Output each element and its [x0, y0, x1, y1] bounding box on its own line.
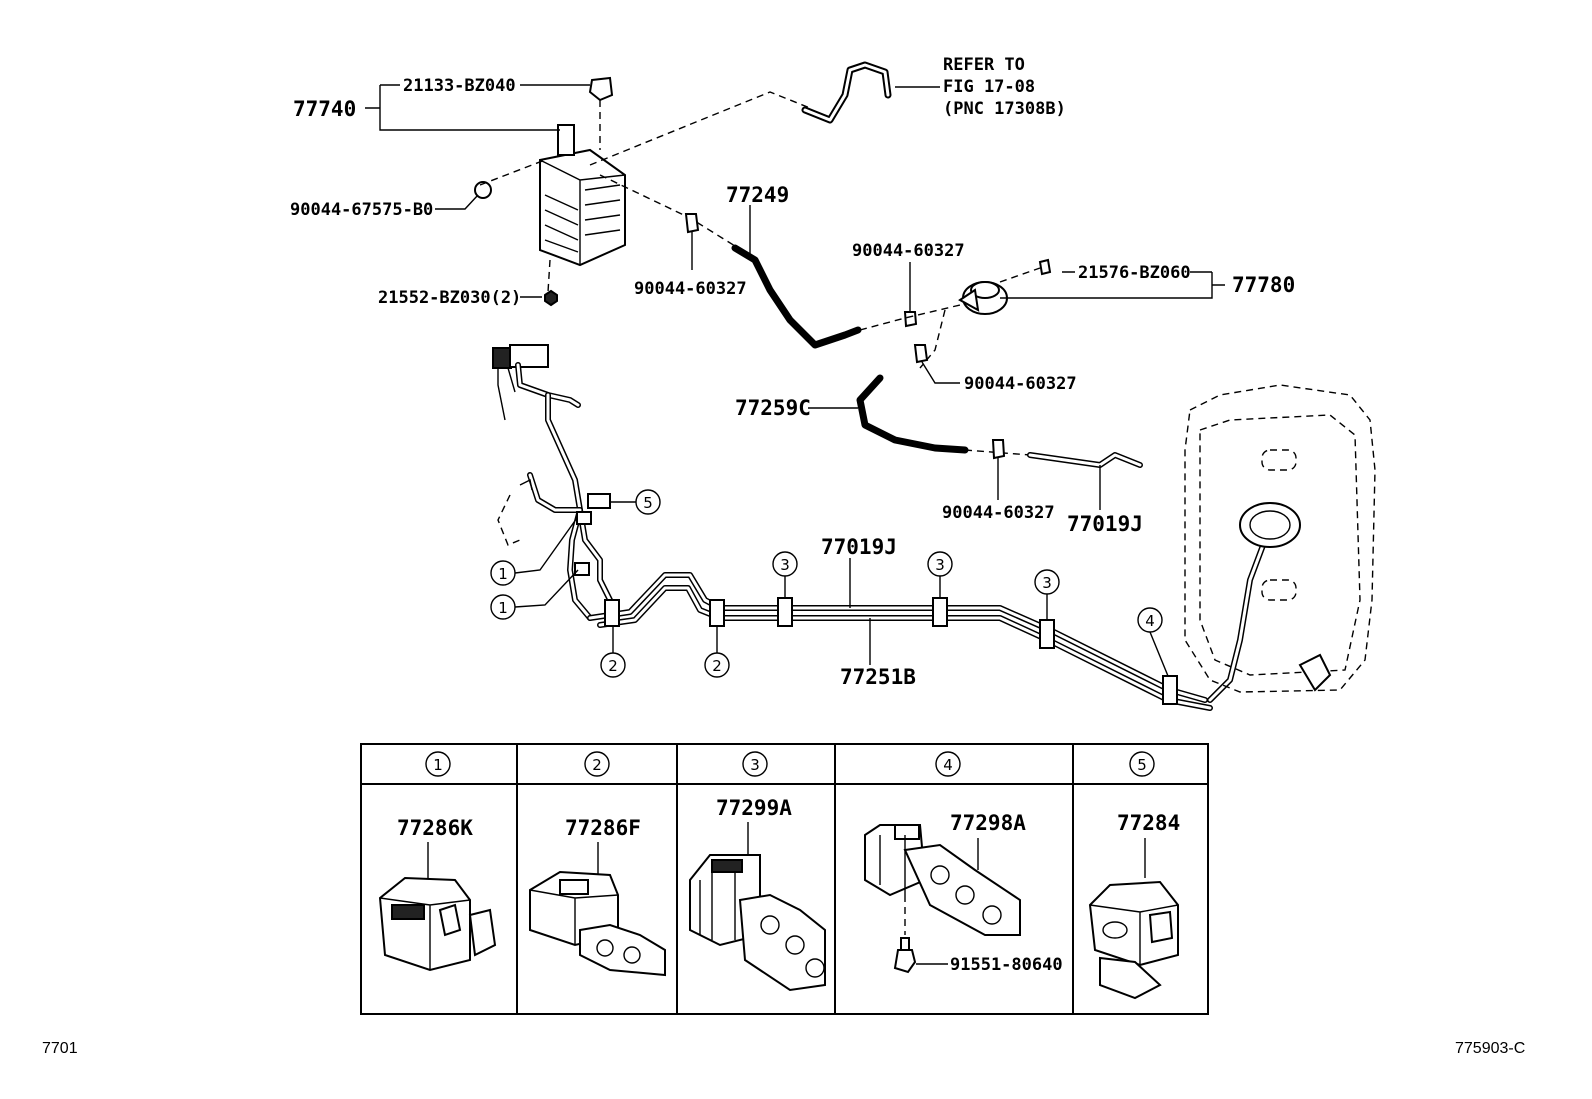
label-refer-fig: FIG 17-08: [943, 77, 1035, 97]
svg-text:77286K: 77286K: [397, 816, 473, 840]
clamp-77299a: 77299A: [689, 796, 826, 992]
bolt-91551-80640: 91551-80640: [893, 937, 1063, 975]
svg-text:4: 4: [943, 756, 953, 774]
clamp-77284: 77284: [1088, 811, 1180, 1000]
label-21576-bz060: 21576-BZ060: [1078, 263, 1191, 283]
svg-text:77299A: 77299A: [716, 796, 792, 820]
svg-text:3: 3: [780, 556, 790, 574]
label-21552-bz030: 21552-BZ030(2): [378, 288, 521, 308]
svg-text:3: 3: [1042, 574, 1052, 592]
callout-3a: 3: [772, 551, 798, 598]
pipe-77019j-upper: [1027, 452, 1143, 510]
svg-text:1: 1: [498, 565, 508, 583]
label-refer-pnc: (PNC 17308B): [943, 99, 1066, 119]
callout-3b: 3: [927, 551, 953, 598]
label-90044-60327-a: 90044-60327: [634, 279, 747, 299]
table-header-1: 1: [425, 751, 451, 777]
label-77740: 77740: [293, 97, 356, 121]
svg-text:5: 5: [1137, 756, 1147, 774]
hose-clamp: [913, 344, 960, 384]
callout-1b: 1: [490, 569, 579, 620]
fuel-tank: [1184, 384, 1376, 693]
svg-text:3: 3: [935, 556, 945, 574]
hose-clamp: [684, 213, 700, 270]
svg-text:77284: 77284: [1117, 811, 1180, 835]
svg-text:5: 5: [643, 494, 653, 512]
table-header-2: 2: [584, 751, 610, 777]
label-77259c: 77259C: [735, 396, 811, 420]
label-77251b: 77251B: [840, 665, 916, 689]
hose-77259c: [808, 374, 969, 454]
label-77249: 77249: [726, 183, 789, 207]
svg-text:2: 2: [712, 657, 722, 675]
callout-5: 5: [610, 489, 661, 515]
label-77780: 77780: [1232, 273, 1295, 297]
svg-text:3: 3: [750, 756, 760, 774]
label-21133-bz040: 21133-BZ040: [403, 76, 516, 96]
callout-3c: 3: [1034, 569, 1060, 620]
svg-text:91551-80640: 91551-80640: [950, 955, 1063, 975]
clamp-77298a: 77298A: [864, 811, 1026, 936]
canister-nut: [544, 289, 558, 307]
label-77019j-upper: 77019J: [1067, 512, 1143, 536]
svg-text:77286F: 77286F: [565, 816, 641, 840]
table-header-4: 4: [935, 751, 961, 777]
bracket-bolt: [474, 181, 492, 199]
footer-page-code: 7701: [42, 1040, 78, 1057]
table-header-5: 5: [1129, 751, 1155, 777]
reference-hose: [801, 61, 940, 124]
label-90044-60327-d: 90044-60327: [942, 503, 1055, 523]
fuel-cutoff-valve: [958, 258, 1052, 315]
svg-text:2: 2: [592, 756, 602, 774]
footer-figure-code: 775903-C: [1455, 1040, 1525, 1057]
hose-77249: [731, 205, 862, 349]
label-77019j-main: 77019J: [821, 535, 897, 559]
svg-text:1: 1: [498, 599, 508, 617]
callout-2b: 2: [704, 626, 730, 678]
svg-text:1: 1: [433, 756, 443, 774]
svg-text:4: 4: [1145, 612, 1155, 630]
clamp-77286k: 77286K: [378, 816, 497, 972]
svg-text:2: 2: [608, 657, 618, 675]
clamp-77286f: 77286F: [529, 816, 666, 977]
clamp-detail-table: [360, 743, 1209, 1015]
charcoal-canister: [539, 76, 626, 267]
label-90044-67575-b0: 90044-67575-B0: [290, 200, 433, 220]
label-90044-60327-c: 90044-60327: [964, 374, 1077, 394]
callout-2a: 2: [600, 626, 626, 678]
label-refer-to: REFER TO: [943, 55, 1025, 75]
fuel-pump-connector: [492, 344, 581, 421]
table-header-3: 3: [742, 751, 768, 777]
svg-text:77298A: 77298A: [950, 811, 1026, 835]
label-90044-60327-b: 90044-60327: [852, 241, 965, 261]
hose-clamp: [903, 262, 918, 328]
callout-4: 4: [1137, 607, 1169, 677]
hose-clamp: [991, 439, 1006, 500]
callout-1a: 1: [490, 517, 578, 586]
